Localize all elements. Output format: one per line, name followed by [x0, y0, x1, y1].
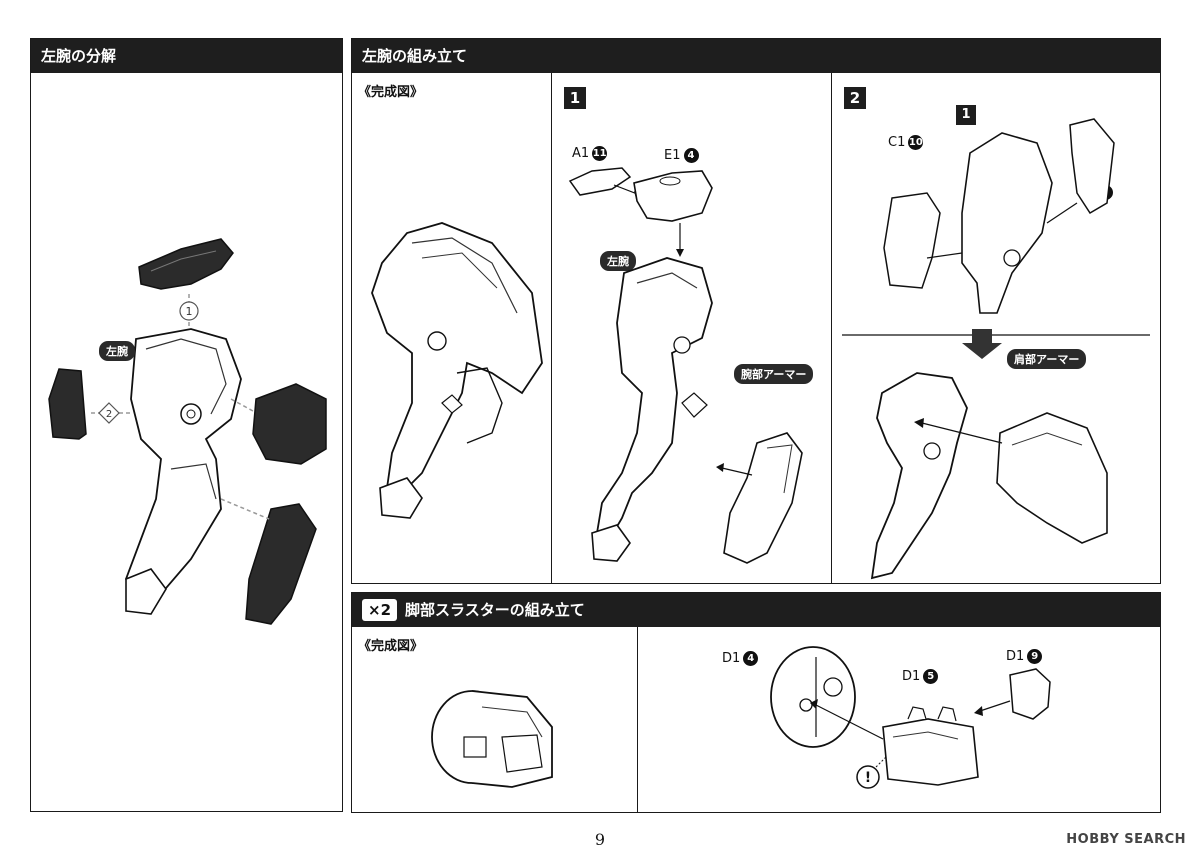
watermark: HOBBY SEARCH	[1066, 832, 1186, 847]
part-d1-9-code: D1	[1006, 649, 1025, 664]
thruster-complete-section: 《完成図》	[352, 627, 638, 812]
part-a1-code: A1	[572, 146, 590, 161]
left-arm-exploded-illustration: 1 2	[48, 238, 327, 625]
step-1-number: 1	[564, 87, 586, 109]
part-c1-left-label: C1 10	[888, 135, 924, 150]
warning-mark: !	[865, 770, 871, 786]
left-arm-tag-step1: 左腕	[600, 251, 636, 271]
step-1-illustration	[568, 167, 803, 564]
part-d1-4-code: D1	[722, 651, 741, 666]
step-2-illustration	[842, 118, 1150, 580]
arm-armor-tag: 腕部アーマー	[734, 364, 814, 384]
part-d1-9-label: D1 9	[1006, 649, 1043, 664]
step-2-number: 2	[844, 87, 866, 109]
step-2-indicator: 2	[106, 409, 112, 420]
part-c1-left-number: 10	[908, 135, 924, 150]
step-2-section: 2 C1 10 1 C1 7 肩部アーマー	[832, 73, 1159, 583]
complete-view-section: 《完成図》	[352, 73, 552, 583]
step-1-section: 1 A1 11 E1 4 左腕 腕部アーマー	[552, 73, 832, 583]
multiplier-badge: ×2	[362, 599, 398, 621]
part-e1-code: E1	[664, 148, 681, 163]
shoulder-armor-tag: 肩部アーマー	[1007, 349, 1087, 369]
complete-view-caption: 《完成図》	[358, 85, 424, 100]
part-d1-5-number: 5	[923, 669, 939, 684]
part-e1-label: E1 4	[664, 148, 699, 163]
assembly-panel-title: 左腕の組み立て	[352, 39, 1160, 73]
thruster-panel-header: ×2 脚部スラスターの組み立て	[352, 593, 1160, 627]
thruster-step-illustration: !	[770, 646, 1051, 789]
thruster-complete-caption: 《完成図》	[358, 639, 424, 654]
step-2-inset-number: 1	[956, 105, 976, 125]
part-a1-number: 11	[592, 146, 608, 161]
thruster-panel: ×2 脚部スラスターの組み立て 《完成図》 D1 4 D1 5 D1 9	[351, 592, 1161, 813]
left-panel: 左腕の分解 1 2 左腕	[30, 38, 343, 812]
part-d1-5-code: D1	[902, 669, 921, 684]
part-d1-4-label: D1 4	[722, 651, 759, 666]
left-panel-title: 左腕の分解	[31, 39, 342, 73]
left-arm-tag: 左腕	[99, 341, 135, 361]
thruster-panel-title: 脚部スラスターの組み立て	[405, 601, 585, 619]
thruster-step-section: D1 4 D1 5 D1 9 !	[638, 627, 1158, 812]
part-a1-label: A1 11	[572, 146, 608, 161]
page-number: 9	[594, 830, 606, 849]
part-d1-5-label: D1 5	[902, 669, 939, 684]
assembled-arm-illustration	[371, 222, 543, 519]
thruster-assembled-illustration	[431, 690, 553, 788]
step-1-indicator: 1	[186, 305, 193, 318]
assembly-panel: 左腕の組み立て 《完成図》 1 A1 11 E1 4 左腕 腕部アーマー	[351, 38, 1161, 584]
part-e1-number: 4	[683, 148, 699, 163]
part-d1-4-number: 4	[743, 651, 759, 666]
part-d1-9-number: 9	[1027, 649, 1043, 664]
part-c1-left-code: C1	[888, 135, 906, 150]
